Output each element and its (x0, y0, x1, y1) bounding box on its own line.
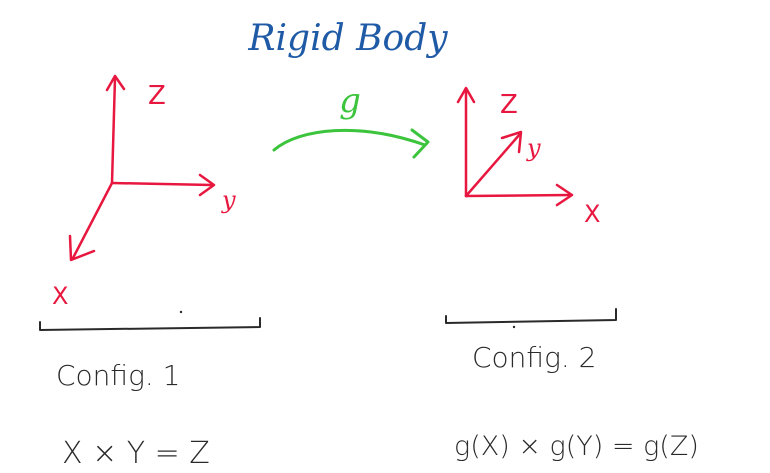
config2-x-label: X (584, 200, 600, 228)
config2-z-arrowhead (456, 86, 476, 104)
config2-x-axis (464, 193, 572, 198)
config1-bracket (39, 310, 261, 331)
config2-y-label: y (526, 134, 541, 162)
config1-z-arrowhead (105, 74, 126, 92)
config1-equation: X × Y = Z (62, 436, 210, 471)
config1-z-label: Z (148, 81, 166, 111)
diagram-title: Rigid Body (247, 18, 448, 59)
config2-axes: Z y X (456, 86, 600, 228)
config2-equation: g(X) × g(Y) = g(Z) (454, 431, 699, 462)
config1-z-axis (110, 76, 117, 185)
config1-x-label: X (52, 282, 68, 310)
config2-y-arrowhead (500, 130, 523, 154)
transform-arrow: g (272, 81, 430, 159)
config1-y-arrowhead (198, 173, 216, 197)
config1-y-axis (110, 181, 214, 187)
config2-x-arrowhead (555, 183, 574, 207)
config1-y-label: y (221, 186, 236, 214)
config1-axes: Z y X (52, 74, 236, 310)
config1-x-arrowhead (68, 234, 96, 262)
config1-caption: Config. 1 (56, 359, 180, 392)
config2-y-axis (464, 132, 522, 198)
config2-caption: Config. 2 (472, 341, 596, 374)
config2-z-label: Z (500, 90, 518, 120)
config1-x-axis (71, 181, 114, 260)
config2-bracket (445, 308, 617, 329)
transform-label: g (339, 81, 361, 121)
